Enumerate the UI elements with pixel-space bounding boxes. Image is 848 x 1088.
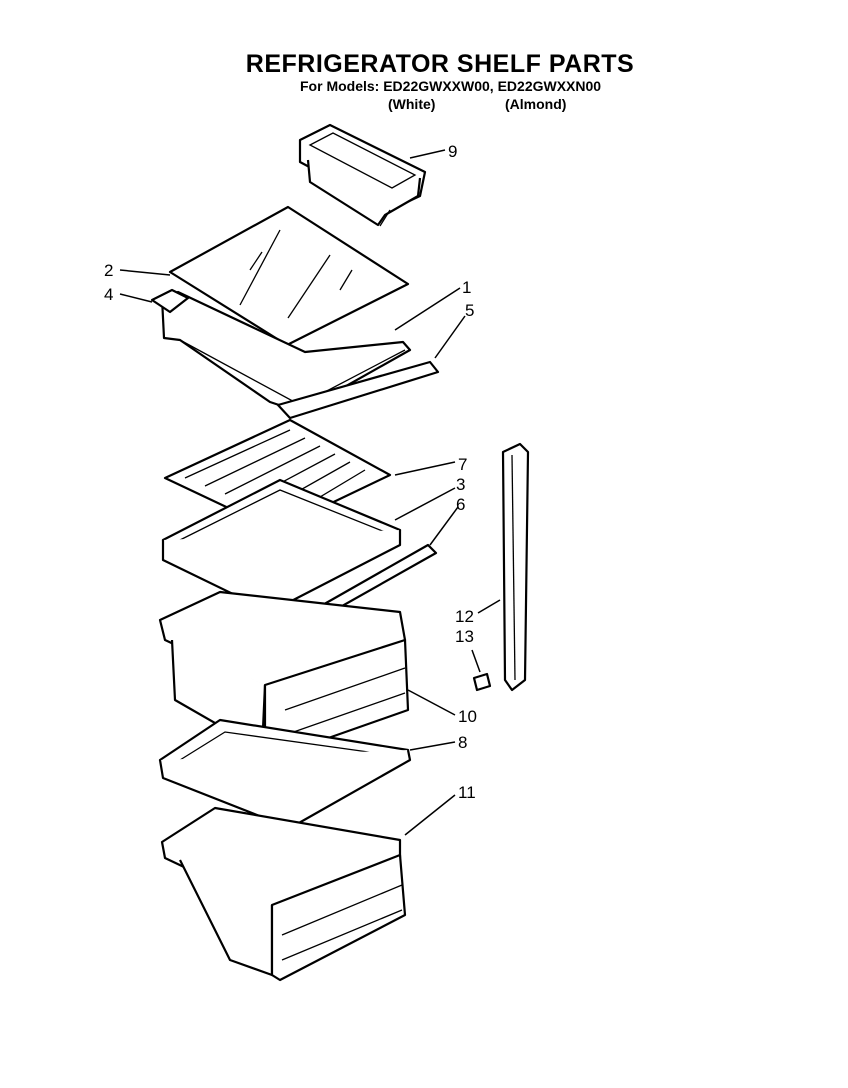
variant-white-label: (White) bbox=[388, 96, 436, 112]
page-title: REFRIGERATOR SHELF PARTS bbox=[245, 50, 635, 78]
model-numbers: For Models: ED22GWXXW00, ED22GWXXN00 bbox=[300, 78, 602, 94]
part-1-glass-shelf bbox=[160, 205, 412, 414]
callout-9: 9 bbox=[448, 142, 457, 161]
part-9-bin bbox=[298, 123, 427, 227]
part-12-rail bbox=[501, 442, 530, 692]
callout-4: 4 bbox=[104, 285, 113, 304]
callout-numbers: 9 2 4 1 5 7 3 6 12 13 10 8 11 bbox=[104, 142, 477, 802]
callout-6: 6 bbox=[456, 495, 465, 514]
variant-almond-label: (Almond) bbox=[505, 96, 567, 112]
part-8-cover bbox=[158, 718, 412, 830]
callout-13: 13 bbox=[455, 627, 474, 646]
callout-11: 11 bbox=[458, 783, 476, 802]
part-5-trim bbox=[276, 360, 440, 420]
callout-7: 7 bbox=[458, 455, 467, 474]
callout-2: 2 bbox=[104, 261, 113, 280]
callout-12: 12 bbox=[455, 607, 474, 626]
callout-5: 5 bbox=[465, 301, 474, 320]
part-4-trim bbox=[150, 288, 190, 314]
callout-1: 1 bbox=[462, 278, 471, 297]
callout-3: 3 bbox=[456, 475, 465, 494]
callout-8: 8 bbox=[458, 733, 467, 752]
callout-10: 10 bbox=[458, 707, 477, 726]
part-13-screw bbox=[472, 672, 492, 692]
part-11-drawer bbox=[160, 806, 407, 982]
leader-lines bbox=[119, 149, 501, 836]
